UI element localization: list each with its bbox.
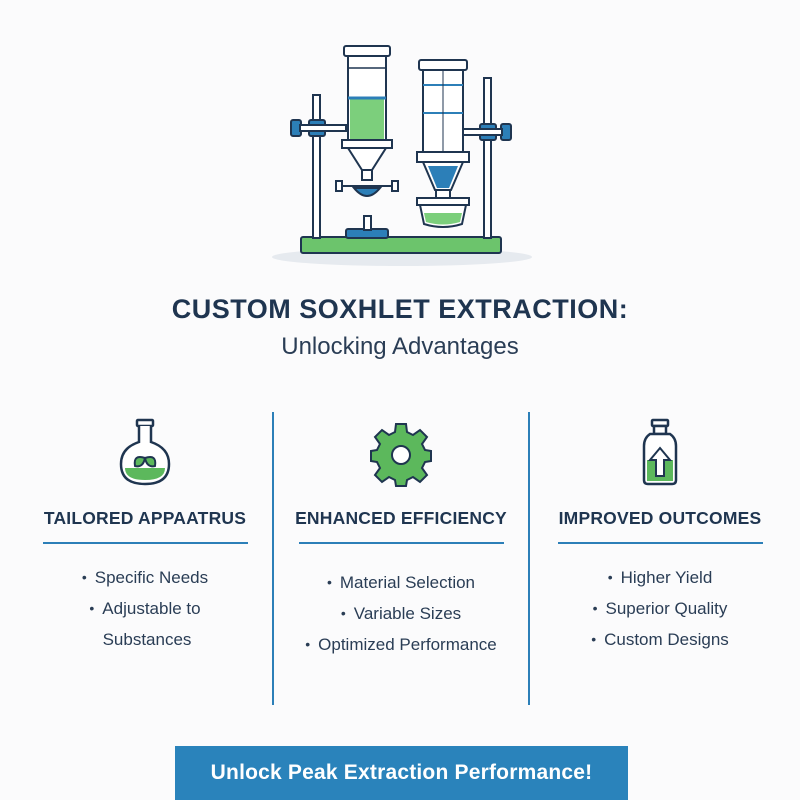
gear-icon: [370, 423, 432, 487]
list-item: • Higher Yield: [550, 562, 770, 593]
bullet-icon: •: [81, 569, 87, 585]
list-item-text: Optimized Performance: [318, 635, 497, 654]
left-extraction-column: [335, 45, 399, 197]
left-stand-rod: [312, 94, 321, 239]
plant-flask-icon: [119, 418, 171, 486]
column-outcomes: IMPROVED OUTCOMES • Higher Yield • Superio…: [550, 410, 770, 705]
feature-list: • Specific Needs • Adjustable to Substance…: [35, 562, 255, 655]
column-heading: TAILORED APPAATRUS: [43, 508, 247, 528]
list-item-text: Adjustable to: [102, 599, 201, 618]
bullet-icon: •: [592, 600, 598, 616]
bullet-icon: •: [340, 605, 346, 621]
list-item-text: Material Selection: [339, 573, 476, 592]
list-item-text: Superior Quality: [605, 599, 728, 618]
right-condenser-column: [416, 59, 470, 228]
list-item: • Optimized Performance: [291, 629, 511, 660]
column-efficiency: ENHANCED EFFICIENCY • Material Selection …: [291, 410, 511, 705]
feature-list: • Higher Yield • Superior Quality • Custom …: [550, 562, 770, 655]
title-block: CUSTOM SOXHLET EXTRACTION: Unlocking Adv…: [0, 292, 800, 362]
bullet-icon: •: [305, 636, 311, 652]
bullet-icon: •: [89, 600, 95, 616]
column-underline: [42, 542, 248, 544]
bullet-icon: •: [607, 569, 613, 585]
list-item: • Material Selection: [291, 567, 511, 598]
feature-list: • Material Selection • Variable Sizes • Opt…: [291, 567, 511, 660]
base-plate: [300, 236, 502, 254]
cta-button[interactable]: Unlock Peak Extraction Performance!: [175, 746, 628, 800]
page-title: CUSTOM SOXHLET EXTRACTION:: [171, 294, 629, 324]
list-item: • Specific Needs: [35, 562, 255, 593]
left-clamp-arm: [299, 124, 347, 132]
list-item-text: Higher Yield: [620, 568, 713, 587]
list-item: • Custom Designs: [550, 624, 770, 655]
list-item-text: Custom Designs: [604, 630, 729, 649]
right-stand-rod: [483, 77, 492, 239]
list-item: • Variable Sizes: [291, 598, 511, 629]
bullet-icon: •: [591, 631, 597, 647]
column-underline: [557, 542, 763, 544]
column-tailored: TAILORED APPAATRUS • Specific Needs • Adju…: [35, 410, 255, 705]
list-item: Substances: [35, 624, 255, 655]
bottle-arrow-icon: [642, 418, 678, 486]
soxhlet-apparatus-illustration: [272, 45, 532, 266]
column-underline: [298, 542, 504, 544]
column-heading: ENHANCED EFFICIENCY: [295, 508, 507, 528]
right-clamp-arm: [459, 128, 503, 136]
column-divider: [528, 412, 530, 705]
column-heading: IMPROVED OUTCOMES: [558, 508, 762, 528]
list-item-text: Variable Sizes: [353, 604, 462, 623]
heater-stem: [363, 215, 372, 231]
page-subtitle: Unlocking Advantages: [281, 333, 519, 360]
list-item-text: Specific Needs: [94, 568, 209, 587]
list-item: • Adjustable to: [35, 593, 255, 624]
column-divider: [272, 412, 274, 705]
list-item-text: Substances: [102, 630, 192, 649]
bullet-icon: •: [326, 574, 332, 590]
list-item: • Superior Quality: [550, 593, 770, 624]
